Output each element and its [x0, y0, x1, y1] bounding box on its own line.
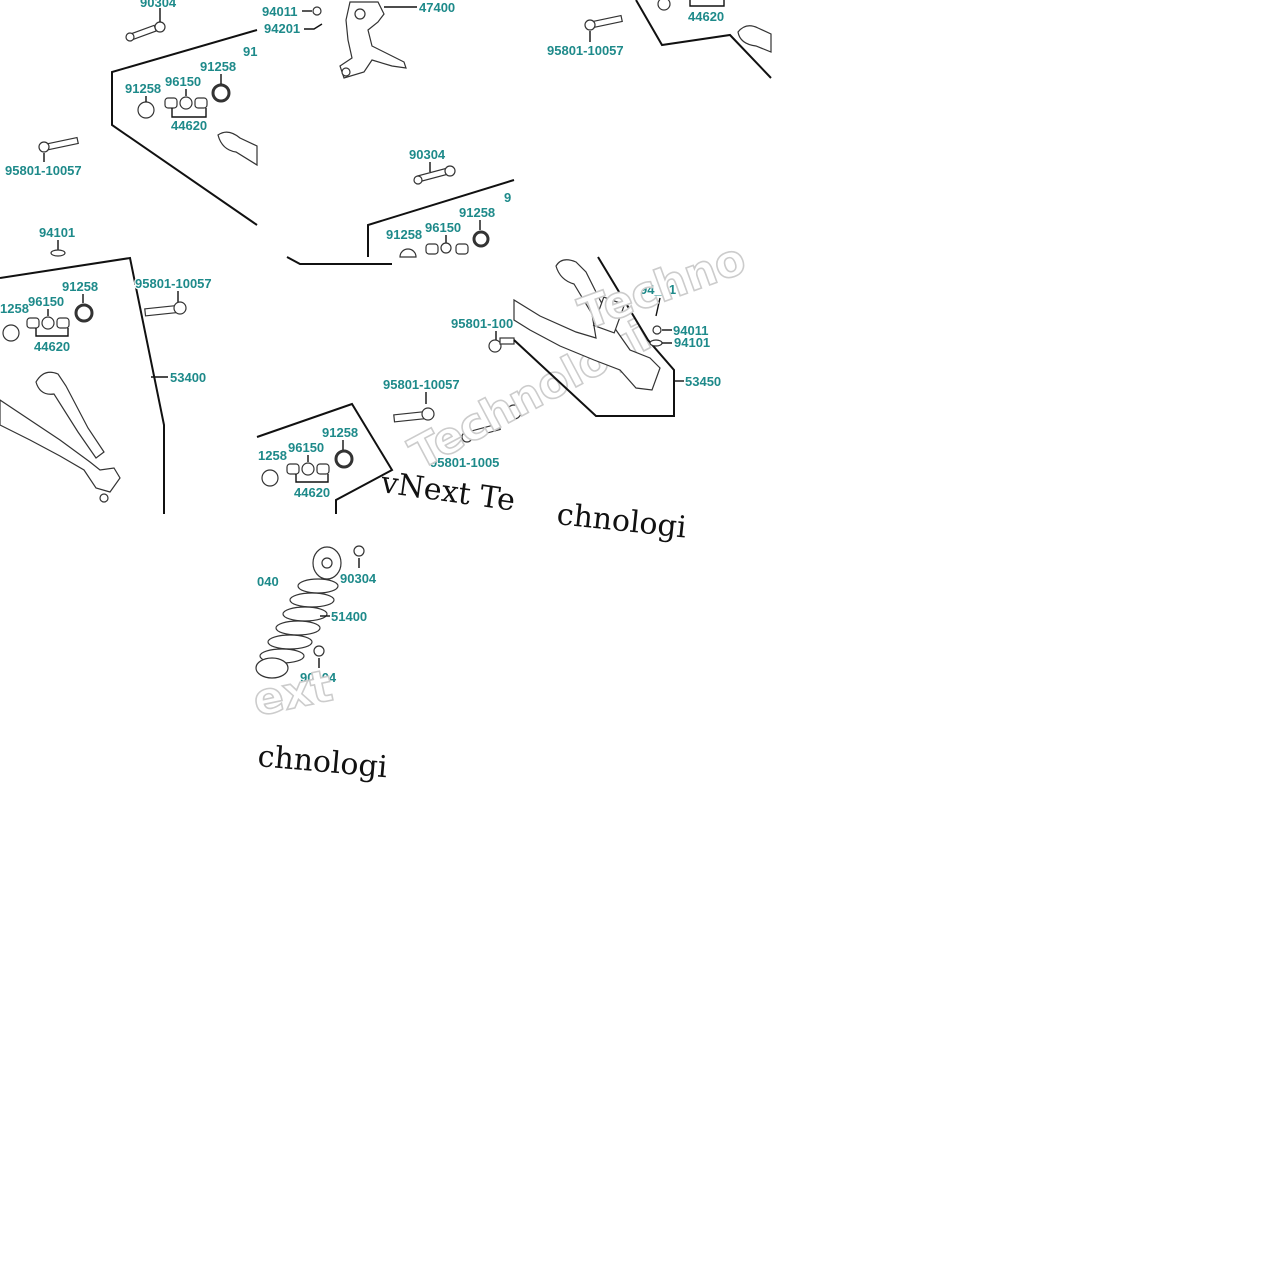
bracket-frame-d [0, 256, 165, 514]
bolt-95801-10057-d [393, 407, 435, 423]
label-95801-100: 95801-100 [451, 316, 513, 331]
washer-94101 [50, 249, 66, 257]
shock-absorber-51400 [255, 546, 342, 679]
label-44620: 44620 [171, 118, 207, 133]
bolt-90304 [125, 21, 166, 42]
label-94101-b: 94101 [674, 335, 710, 350]
bracket-frame-f [256, 402, 394, 514]
bushing [194, 97, 208, 109]
label-9: 9 [504, 190, 511, 205]
a-arm-stub [217, 131, 258, 167]
label-90304: 90304 [140, 0, 177, 10]
label-95801-10057: 95801-10057 [5, 163, 82, 178]
label-94011: 94011 [262, 4, 297, 19]
label-96150: 96150 [165, 74, 201, 89]
label-90304-b: 90304 [409, 147, 446, 162]
label-91258-e: 91258 [62, 279, 98, 294]
bolt-head [488, 339, 502, 353]
label-51400: 51400 [331, 609, 367, 624]
seal-91258-b [472, 230, 490, 248]
label-90_04: 90_04 [300, 670, 337, 685]
bracket-frame-g [513, 256, 675, 417]
tile-top-right: 44620 95801-10057 [546, 0, 772, 79]
label-1258-b: 1258 [258, 448, 287, 463]
bushing [164, 97, 178, 109]
tile-middle-left: 1258 96150 44620 91258 95801-10057 53400 [0, 256, 213, 514]
label-47400: 47400 [419, 0, 455, 15]
label-95801-10057-c: 95801-10057 [135, 276, 212, 291]
label-91: 91 [243, 44, 257, 59]
label-040: 040 [257, 574, 279, 589]
label-90304-c: 90304 [340, 571, 377, 586]
nut-94011 [312, 6, 322, 16]
tile-watermark-strip: chnologi [555, 497, 688, 545]
collar-96150 [179, 96, 193, 110]
tile-bottom-center: 040 90304 51400 90_04 ext chnologi [248, 545, 389, 785]
bolt-95801-10057-b [584, 14, 623, 31]
watermark-text-d: Techno [572, 233, 752, 340]
label-91258-f: 91258 [322, 425, 358, 440]
watermark-text-c: chnologi [555, 497, 688, 545]
label-95801-1005: 95801-1005 [430, 455, 499, 470]
label-91258-d: 91258 [386, 227, 422, 242]
a-arm-stub-b [737, 25, 772, 53]
label-96150-d: 96150 [288, 440, 324, 455]
label-94201: 94201 [264, 21, 300, 36]
bracket-frame-c [635, 0, 772, 79]
bolt-95801-1005 [461, 422, 501, 443]
label-53450: 53450 [685, 374, 721, 389]
label-91258: 91258 [125, 81, 161, 96]
label-44620-d: 44620 [294, 485, 330, 500]
label-53400: 53400 [170, 370, 206, 385]
label-91258-c: 91258 [459, 205, 495, 220]
label-44620-c: 44620 [34, 339, 70, 354]
label-96150-b: 96150 [425, 220, 461, 235]
bolt-95801-10057-c [144, 301, 187, 317]
bracket-frame-e [286, 256, 392, 265]
label-94101: 94101 [39, 225, 75, 240]
washer-91258 [137, 101, 155, 119]
cotter-pin-94201 [304, 23, 323, 30]
label-91258-b: 91258 [200, 59, 236, 74]
label-95801-10057-b: 95801-10057 [547, 43, 624, 58]
label-95801-10057-d: 95801-10057 [383, 377, 460, 392]
bracket-frame [111, 29, 258, 226]
bolt-95801-10057 [38, 136, 79, 153]
watermark-text-f: chnologi [256, 739, 389, 785]
label-94011-b: 94011 [673, 323, 708, 338]
bracket-frame-b [367, 179, 515, 257]
label-44620-b: 44620 [688, 9, 724, 24]
label-94_01: 94_01 [640, 282, 676, 297]
label-1258: 1258 [0, 301, 29, 316]
bolt-90304-b [413, 165, 456, 185]
upper-a-arm-53400 [0, 399, 121, 493]
label-96150-c: 96150 [28, 294, 64, 309]
lower-a-arm-53450 [513, 259, 661, 391]
tile-top-middle: 94011 94201 47400 90304 9 91258 96150 91… [261, 0, 515, 258]
watermark-text-a: vNext Te [378, 465, 517, 519]
steering-knuckle-47400 [339, 1, 407, 79]
tile-top-left: 90304 91258 96150 91258 91 44620 95801-1… [4, 0, 259, 257]
seal-91258 [211, 83, 231, 103]
